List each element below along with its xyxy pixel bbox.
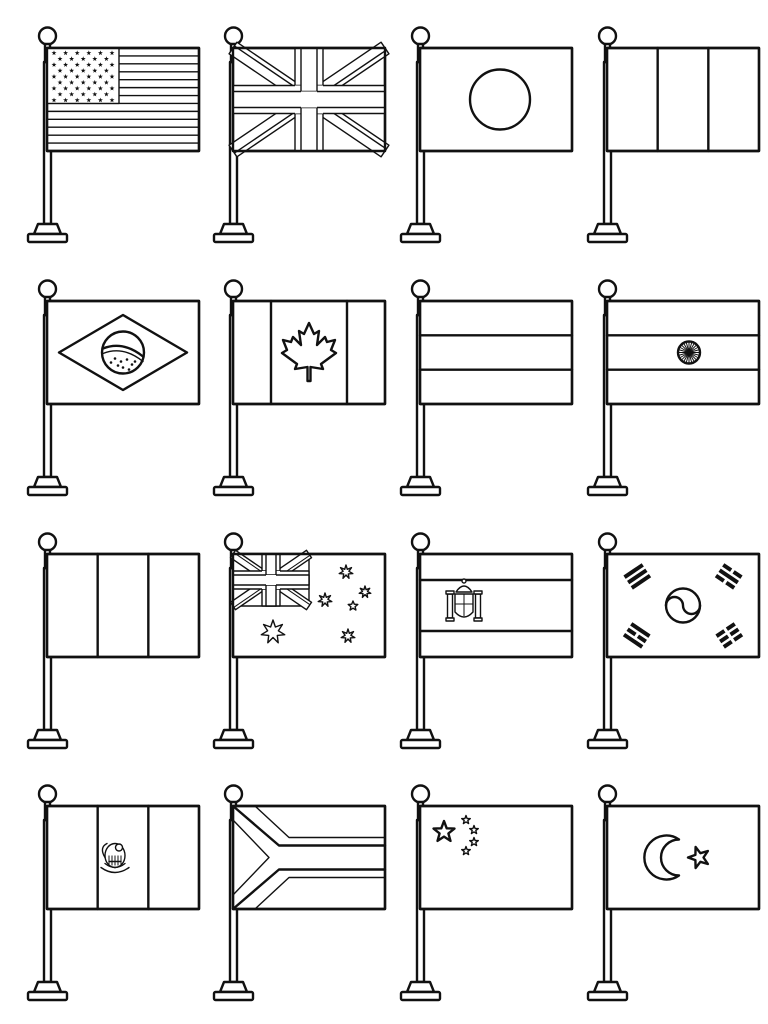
united-kingdom-flag <box>212 26 390 244</box>
south-korea-flag <box>586 532 761 750</box>
australia-flag <box>212 532 387 750</box>
brazil-flag <box>26 279 201 497</box>
tricolor-vertical-flag <box>26 532 201 750</box>
tricolor-vertical-flag <box>586 26 761 244</box>
canada-flag <box>212 279 387 497</box>
turkey-flag <box>586 784 761 1002</box>
japan-flag <box>399 26 574 244</box>
tricolor-horizontal-flag <box>399 279 574 497</box>
india-flag <box>586 279 761 497</box>
usa-flag <box>26 26 201 244</box>
spain-flag <box>399 532 574 750</box>
china-flag <box>399 784 574 1002</box>
south-africa-flag <box>212 784 387 1002</box>
mexico-flag <box>26 784 201 1002</box>
